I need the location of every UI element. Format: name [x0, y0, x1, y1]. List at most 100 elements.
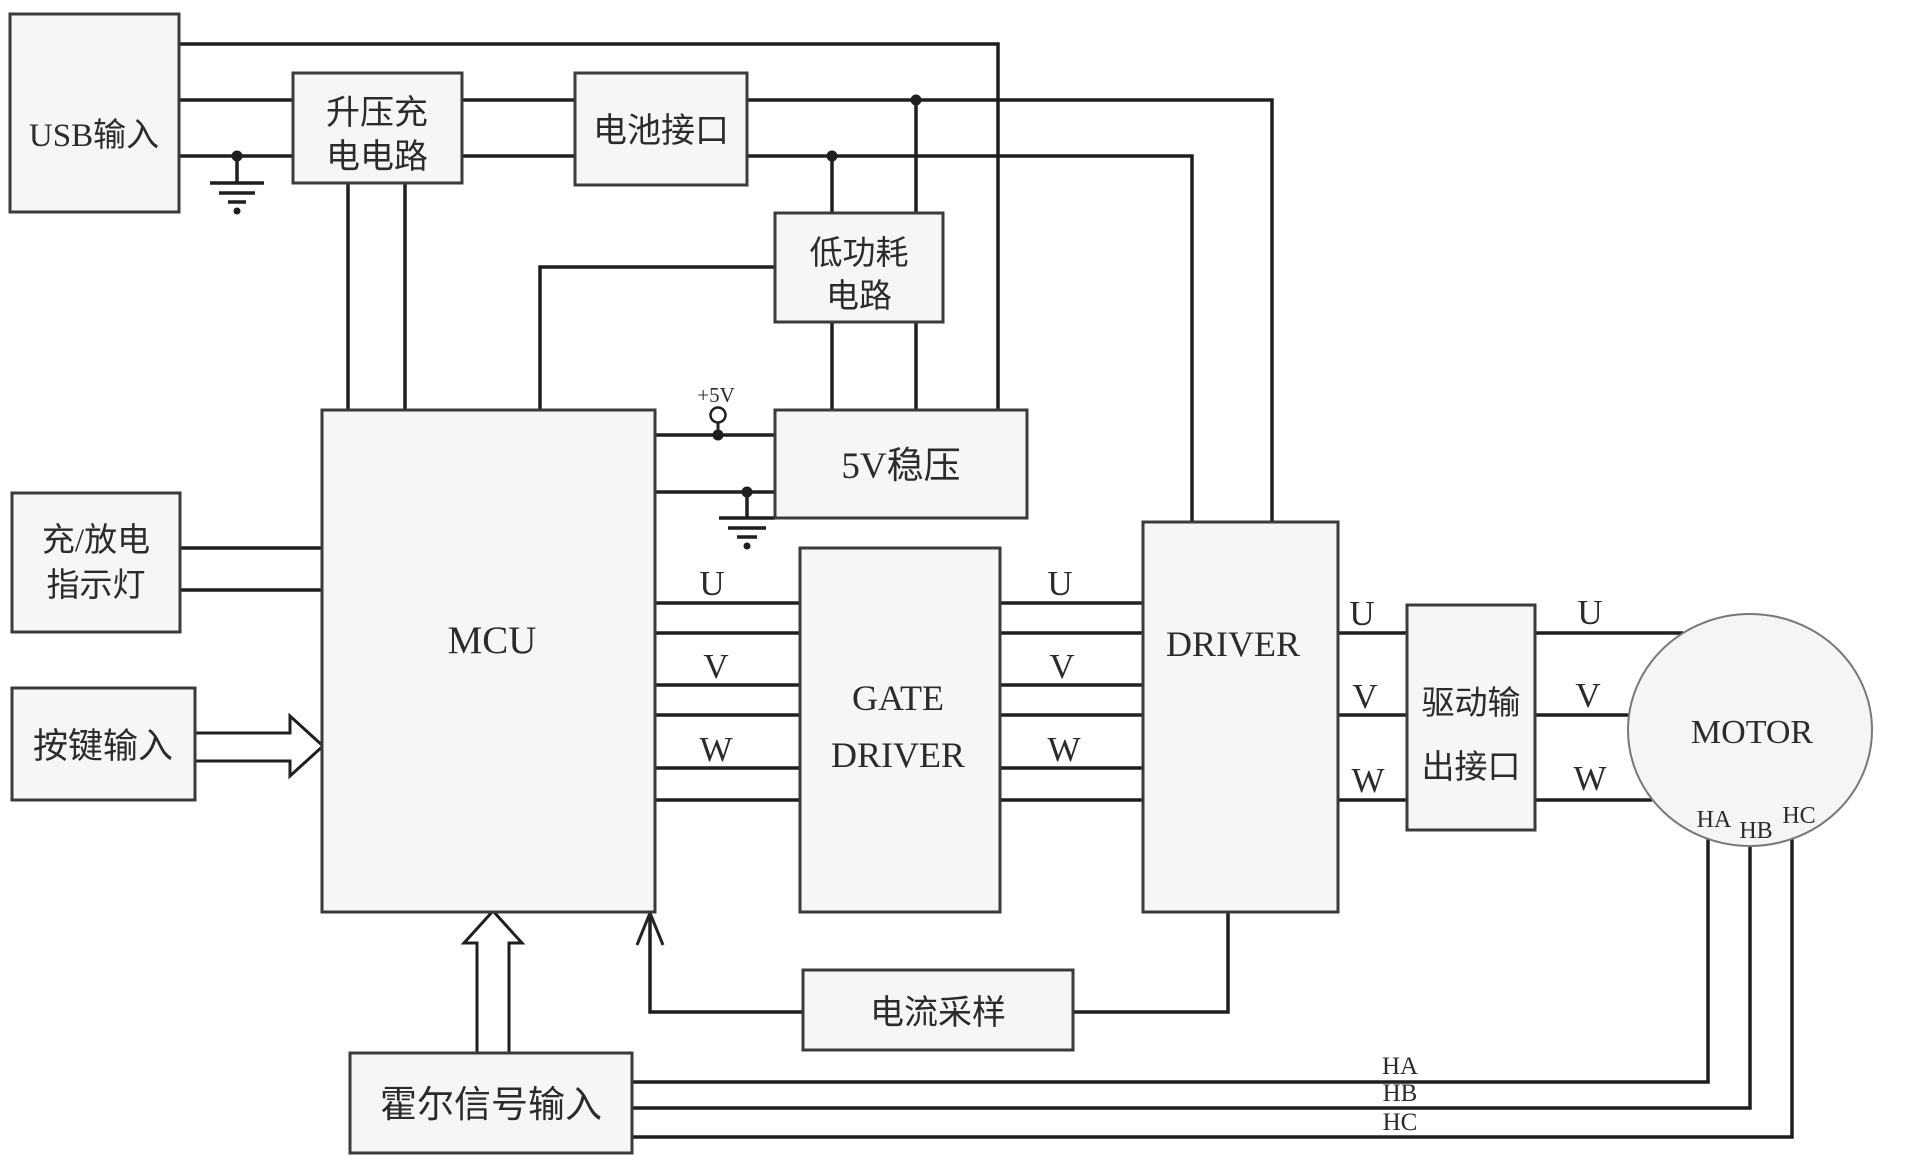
boost-charger-label-2: 电电路 [326, 138, 428, 176]
gate-driver-box [798, 546, 1002, 914]
current-sampling-label: 电流采样 [870, 994, 1006, 1032]
drive-output-port-box [1405, 603, 1537, 832]
wire-battery-to-driver-1 [747, 98, 1274, 522]
motor-block: MOTOR HA HB HC [1627, 613, 1873, 847]
hall-hb-label: HB [1383, 1080, 1418, 1107]
usb-input-box [8, 12, 181, 214]
wire-hall-ha [632, 839, 1710, 1084]
phase-v-label: V [1049, 647, 1074, 686]
key-input-arrow [193, 712, 326, 780]
battery-interface-block: 电池接口 [573, 71, 749, 187]
power-wires [179, 42, 1274, 522]
wire-battery-to-driver-2 [747, 154, 1194, 522]
key-input-box [10, 686, 197, 802]
phase-v-label: V [1575, 676, 1600, 715]
wire-driver-to-sampler [1073, 912, 1230, 1014]
phase-u-label: U [1577, 593, 1602, 632]
gate-driver-label-2: DRIVER [831, 735, 965, 775]
key-input-block: 按键输入 [10, 686, 197, 802]
hall-hc-label: HC [1383, 1109, 1418, 1136]
motor-label: MOTOR [1691, 714, 1813, 751]
motor-hall-terminal-hb: HB [1739, 818, 1772, 844]
phase-labels-driver-output: U V W [1349, 594, 1384, 800]
wire-mcu-to-lowpower [538, 265, 775, 410]
low-power-label-1: 低功耗 [810, 235, 909, 272]
wires-gatedriver-to-driver [1000, 601, 1143, 802]
current-sampling-box [801, 968, 1075, 1052]
motor-hall-terminal-ha: HA [1697, 807, 1732, 833]
phase-u-label: U [1047, 564, 1072, 603]
phase-labels-mcu-gate: U V W [699, 564, 732, 769]
boost-charger-box [291, 71, 464, 185]
wire-hall-hc [632, 839, 1794, 1139]
ground-dot [233, 207, 241, 215]
phase-w-label: W [699, 730, 732, 769]
phase-w-label: W [1573, 759, 1606, 798]
gate-driver-block: GATE DRIVER [798, 546, 1002, 914]
motor-hall-terminal-hc: HC [1782, 803, 1815, 829]
hall-signal-input-label: 霍尔信号输入 [380, 1084, 602, 1126]
phase-w-label: W [1047, 730, 1080, 769]
current-sampling-block: 电流采样 [801, 968, 1075, 1052]
gate-driver-label-1: GATE [852, 678, 944, 718]
charge-indicator-box [10, 491, 182, 634]
low-power-block: 低功耗 电路 [773, 211, 945, 324]
phase-u-label: U [1349, 594, 1374, 633]
junction-dot [910, 94, 922, 106]
hall-line-labels: HA HB HC [1382, 1053, 1418, 1136]
charge-indicator-label-1: 充/放电 [42, 522, 150, 559]
usb-ground-symbol [210, 150, 264, 215]
regulator-5v-label: 5V稳压 [841, 445, 960, 487]
motor-circle [1627, 613, 1873, 847]
phase-labels-output-motor: U V W [1573, 593, 1606, 798]
low-power-box [773, 211, 945, 324]
driver-label: DRIVER [1166, 624, 1300, 664]
regulator-5v-box [773, 408, 1029, 520]
drive-output-label-2: 出接口 [1422, 749, 1521, 786]
charge-indicator-label-2: 指示灯 [47, 567, 146, 604]
phase-labels-gate-driver: U V W [1047, 564, 1080, 769]
wire-usb-top-to-5v [179, 42, 1000, 410]
mcu-label: MCU [448, 619, 537, 662]
indicator-wires [180, 546, 322, 592]
wires-driver-to-output [1338, 631, 1407, 802]
wires-mcu-to-gatedriver [655, 601, 800, 802]
hall-input-arrow [460, 908, 526, 1055]
ground-bars [210, 181, 264, 204]
driver-block: DRIVER [1141, 520, 1340, 914]
boost-charger-block: 升压充 电电路 [291, 71, 464, 185]
battery-interface-box [573, 71, 749, 187]
mcu-box [320, 408, 657, 914]
ground-dot [743, 542, 751, 550]
mcu-5v-wires: +5V [655, 383, 775, 550]
hall-ha-label: HA [1382, 1053, 1418, 1080]
usb-input-label: USB输入 [29, 117, 159, 154]
phase-w-label: W [1351, 761, 1384, 800]
key-input-label: 按键输入 [33, 727, 173, 766]
drive-output-port-block: 驱动输 出接口 [1405, 603, 1537, 832]
regulator-5v-block: 5V稳压 [773, 408, 1029, 520]
hall-signal-input-block: 霍尔信号输入 [348, 1051, 634, 1155]
plus5v-label: +5V [697, 383, 735, 407]
usb-input-block: USB输入 [8, 12, 181, 214]
driver-box [1141, 520, 1340, 914]
wire-hall-hb [632, 847, 1752, 1110]
ground-bars [719, 516, 775, 539]
low-power-label-2: 电路 [826, 278, 892, 315]
drive-output-label-1: 驱动输 [1422, 685, 1521, 722]
mcu-block: MCU [320, 408, 657, 914]
junction-dot [826, 150, 838, 162]
wires-output-to-motor [1535, 631, 1683, 802]
boost-charger-label-1: 升压充 [326, 94, 428, 132]
charge-indicator-block: 充/放电 指示灯 [10, 491, 182, 634]
hall-signal-input-box [348, 1051, 634, 1155]
phase-v-label: V [703, 647, 728, 686]
phase-wires [655, 601, 1683, 802]
battery-interface-label: 电池接口 [593, 112, 729, 150]
phase-v-label: V [1352, 677, 1377, 716]
power-terminal-circle [709, 406, 727, 424]
hall-wires [632, 839, 1794, 1139]
phase-u-label: U [699, 564, 724, 603]
